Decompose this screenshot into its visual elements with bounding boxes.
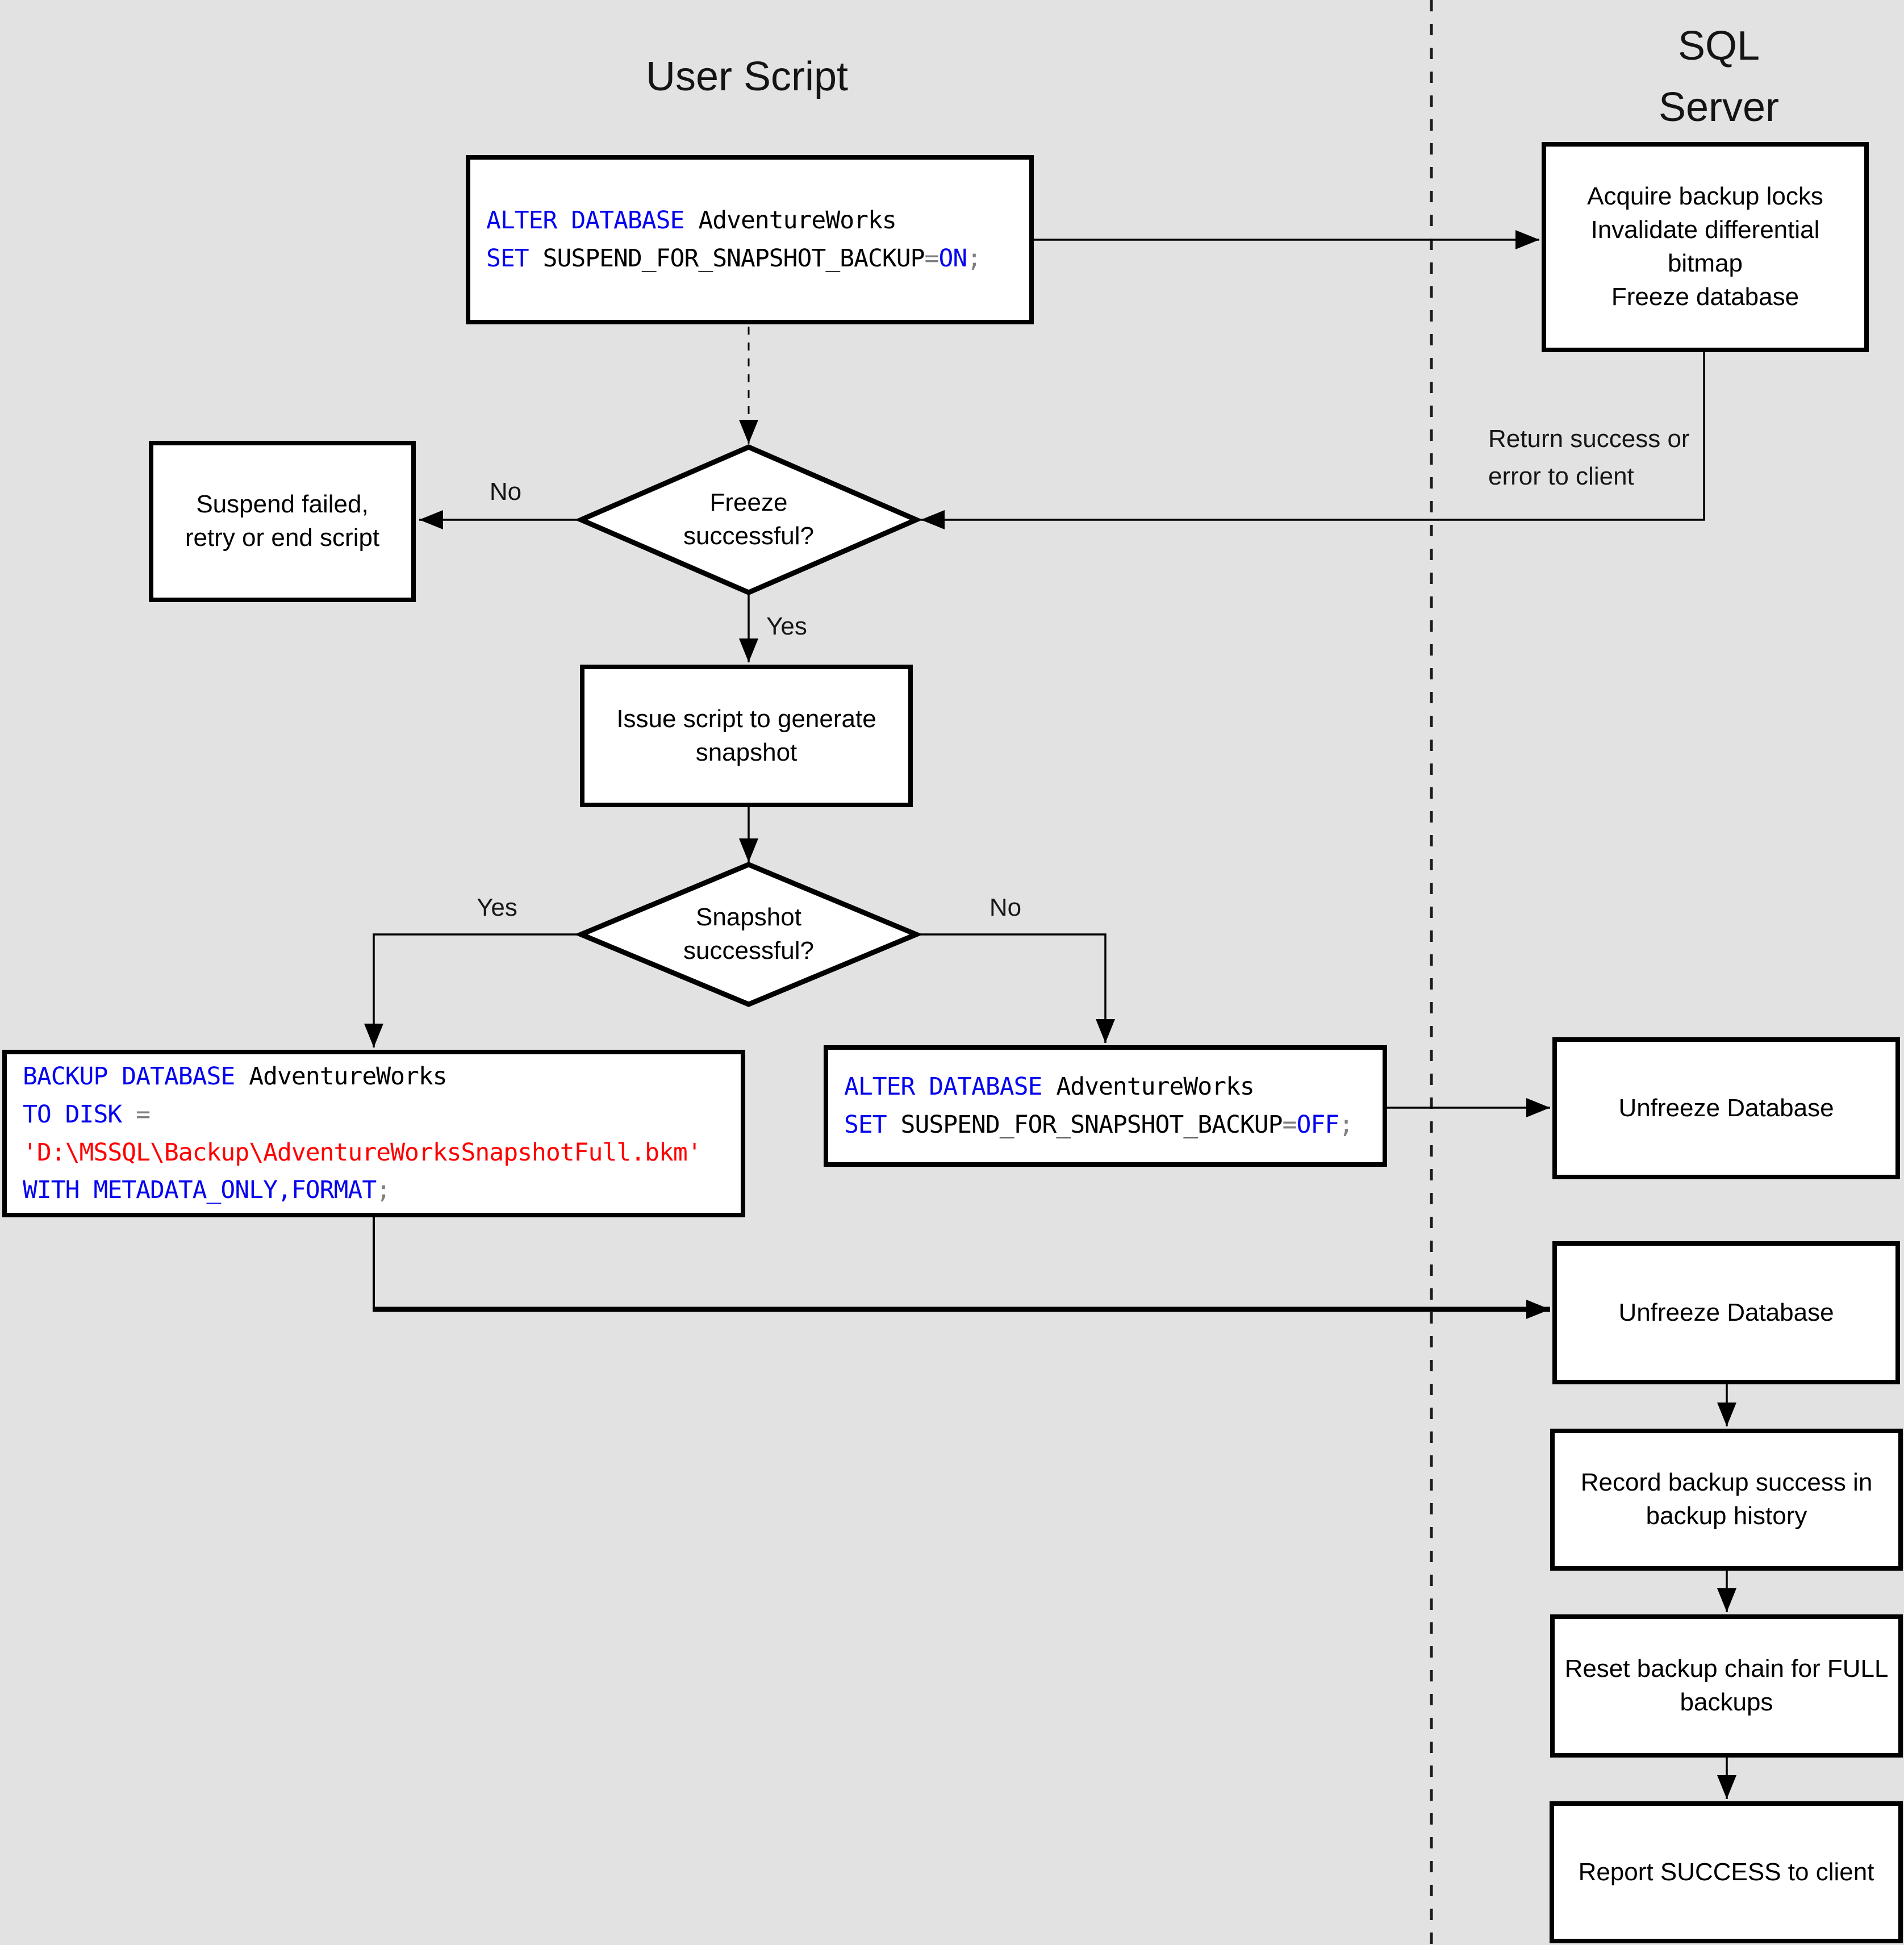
connector-snapshot-no-to-alteroff [916, 933, 1115, 1043]
decision-label-snapshot-successful: Snapshot successful? [683, 903, 814, 965]
edge-label-freeze-yes: Yes [766, 612, 807, 640]
code-token-kw: ALTER DATABASE [844, 1072, 1042, 1101]
connector-snapshot-yes-to-backupcmd [364, 933, 581, 1047]
node-record-backup-history: Record backup success in backup history [1550, 1429, 1903, 1571]
edge-label-return-status: Return success or error to client [1488, 425, 1690, 490]
lane-title-user-script: User Script [645, 54, 849, 99]
edge-label-freeze-no: No [489, 478, 522, 506]
node-unfreeze-database-2: Unfreeze Database [1552, 1241, 1900, 1384]
lane-title-sql-server: SQL Server [1658, 23, 1780, 130]
node-alter-database-suspend-off: ALTER DATABASE AdventureWorks SET SUSPEN… [824, 1045, 1387, 1167]
edge-label-snapshot-no: No [989, 894, 1022, 921]
node-backup-database-metadata-only: BACKUP DATABASE AdventureWorks TO DISK =… [2, 1050, 745, 1217]
code-token-id: SUSPEND_FOR_SNAPSHOT_BACKUP [886, 1111, 1283, 1139]
code-token-kw: OFF [1296, 1111, 1339, 1139]
code-token-kw: WITH METADATA_ONLY,FORMAT [23, 1176, 377, 1205]
code-token-kw: ALTER DATABASE [486, 206, 684, 235]
node-report-success: Report SUCCESS to client [1550, 1801, 1903, 1943]
node-suspend-failed: Suspend failed, retry or end script [149, 441, 416, 602]
code-token-kw: SET [844, 1111, 887, 1139]
decision-label-freeze-successful: Freeze successful? [683, 489, 814, 550]
edge-label-snapshot-yes: Yes [477, 894, 517, 921]
code-token-id: AdventureWorks [1042, 1072, 1254, 1101]
decision-diamond-snapshot [574, 862, 923, 1007]
node-issue-snapshot-script: Issue script to generate snapshot [580, 665, 913, 807]
node-alter-database-suspend-on: ALTER DATABASE AdventureWorks SET SUSPEN… [466, 155, 1034, 324]
code-token-kw: ON [938, 244, 967, 273]
decision-diamond-freeze [574, 444, 923, 595]
node-reset-backup-chain: Reset backup chain for FULL backups [1550, 1614, 1903, 1758]
node-acquire-backup-locks: Acquire backup locks Invalidate differen… [1542, 142, 1869, 352]
connector-acquire-to-freeze-decision [921, 352, 1705, 529]
code-token-op: ; [376, 1176, 391, 1205]
code-token-id: AdventureWorks [684, 206, 896, 235]
code-token-kw: SET [486, 244, 529, 273]
code-token-op: ; [967, 244, 982, 273]
code-token-kw: BACKUP DATABASE [23, 1062, 235, 1091]
code-token-op: ; [1339, 1111, 1354, 1139]
node-unfreeze-database-1: Unfreeze Database [1552, 1037, 1900, 1179]
code-token-str: 'D:\MSSQL\Backup\AdventureWorksSnapshotF… [23, 1138, 702, 1167]
code-token-id: AdventureWorks [235, 1062, 447, 1091]
code-token-id: SUSPEND_FOR_SNAPSHOT_BACKUP [528, 244, 925, 273]
code-token-op: = [122, 1100, 151, 1129]
code-token-op: = [924, 244, 940, 273]
code-token-kw: TO DISK [23, 1100, 122, 1129]
code-token-op: = [1282, 1111, 1297, 1139]
